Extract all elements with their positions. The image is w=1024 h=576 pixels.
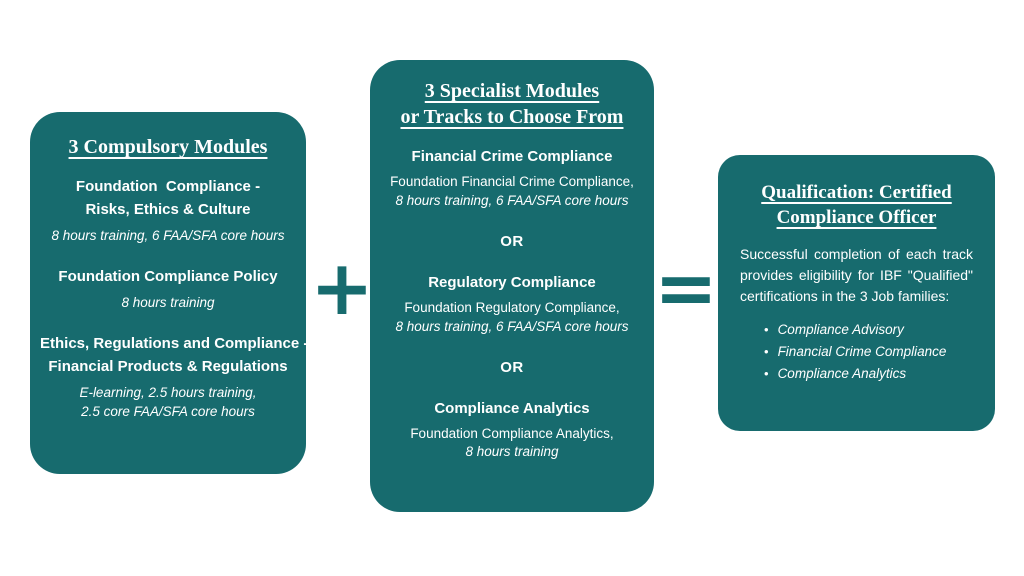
job-family-item: • Compliance Advisory (764, 319, 973, 341)
module-detail: 8 hours training, 6 FAA/SFA core hours (51, 228, 285, 243)
job-family-list: • Compliance Advisory • Financial Crime … (740, 319, 973, 384)
job-family-label: Compliance Analytics (777, 365, 907, 381)
compulsory-modules-box: 3 Compulsory Modules Foundation Complian… (30, 112, 309, 474)
track-name: Financial Crime Compliance (411, 148, 613, 165)
module-detail: E-learning, 2.5 hours training, 2.5 core… (79, 385, 257, 420)
or-separator: OR (500, 232, 524, 250)
bullet-icon: • (764, 365, 769, 381)
module-name: Ethics, Regulations and Compliance - Fin… (40, 335, 309, 375)
qualification-description: Successful completion of each track prov… (740, 246, 973, 305)
job-family-label: Compliance Advisory (777, 322, 904, 338)
track-hours: 8 hours training, 6 FAA/SFA core hours (395, 318, 629, 334)
track-hours: 8 hours training (465, 444, 559, 460)
track-course: Foundation Financial Crime Compliance, (390, 174, 634, 189)
bullet-icon: • (764, 322, 769, 338)
track-item: Financial Crime Compliance Foundation Fi… (382, 146, 642, 211)
plus-operator-icon: + (310, 243, 374, 332)
track-item: Regulatory Compliance Foundation Regulat… (382, 272, 642, 337)
module-name: Foundation Compliance - Risks, Ethics & … (75, 178, 261, 218)
qualification-box-title: Qualification: Certified Compliance Offi… (761, 182, 952, 228)
or-separator: OR (500, 358, 524, 376)
equals-operator-icon: = (654, 243, 718, 332)
qualification-box: Qualification: Certified Compliance Offi… (718, 155, 995, 431)
track-course: Foundation Regulatory Compliance, (404, 299, 620, 315)
track-course: Foundation Compliance Analytics, (410, 425, 614, 441)
specialist-box-title: 3 Specialist Modules or Tracks to Choose… (400, 80, 624, 128)
track-item: Compliance Analytics Foundation Complian… (382, 398, 642, 463)
track-name: Regulatory Compliance (428, 273, 596, 291)
module-detail: 8 hours training (121, 295, 215, 311)
track-name: Compliance Analytics (434, 399, 590, 417)
compulsory-box-title: 3 Compulsory Modules (68, 136, 268, 158)
bullet-icon: • (764, 344, 769, 360)
track-hours: 8 hours training, 6 FAA/SFA core hours (395, 192, 629, 208)
job-family-item: • Financial Crime Compliance (764, 341, 973, 363)
module-name: Foundation Compliance Policy (58, 267, 278, 285)
job-family-label: Financial Crime Compliance (777, 344, 947, 360)
job-family-item: • Compliance Analytics (764, 363, 973, 385)
module-item: Foundation Compliance Policy 8 hours tra… (40, 266, 296, 313)
module-item: Ethics, Regulations and Compliance - Fin… (40, 333, 309, 422)
module-item: Foundation Compliance - Risks, Ethics & … (40, 176, 296, 246)
specialist-modules-box: 3 Specialist Modules or Tracks to Choose… (370, 60, 654, 512)
